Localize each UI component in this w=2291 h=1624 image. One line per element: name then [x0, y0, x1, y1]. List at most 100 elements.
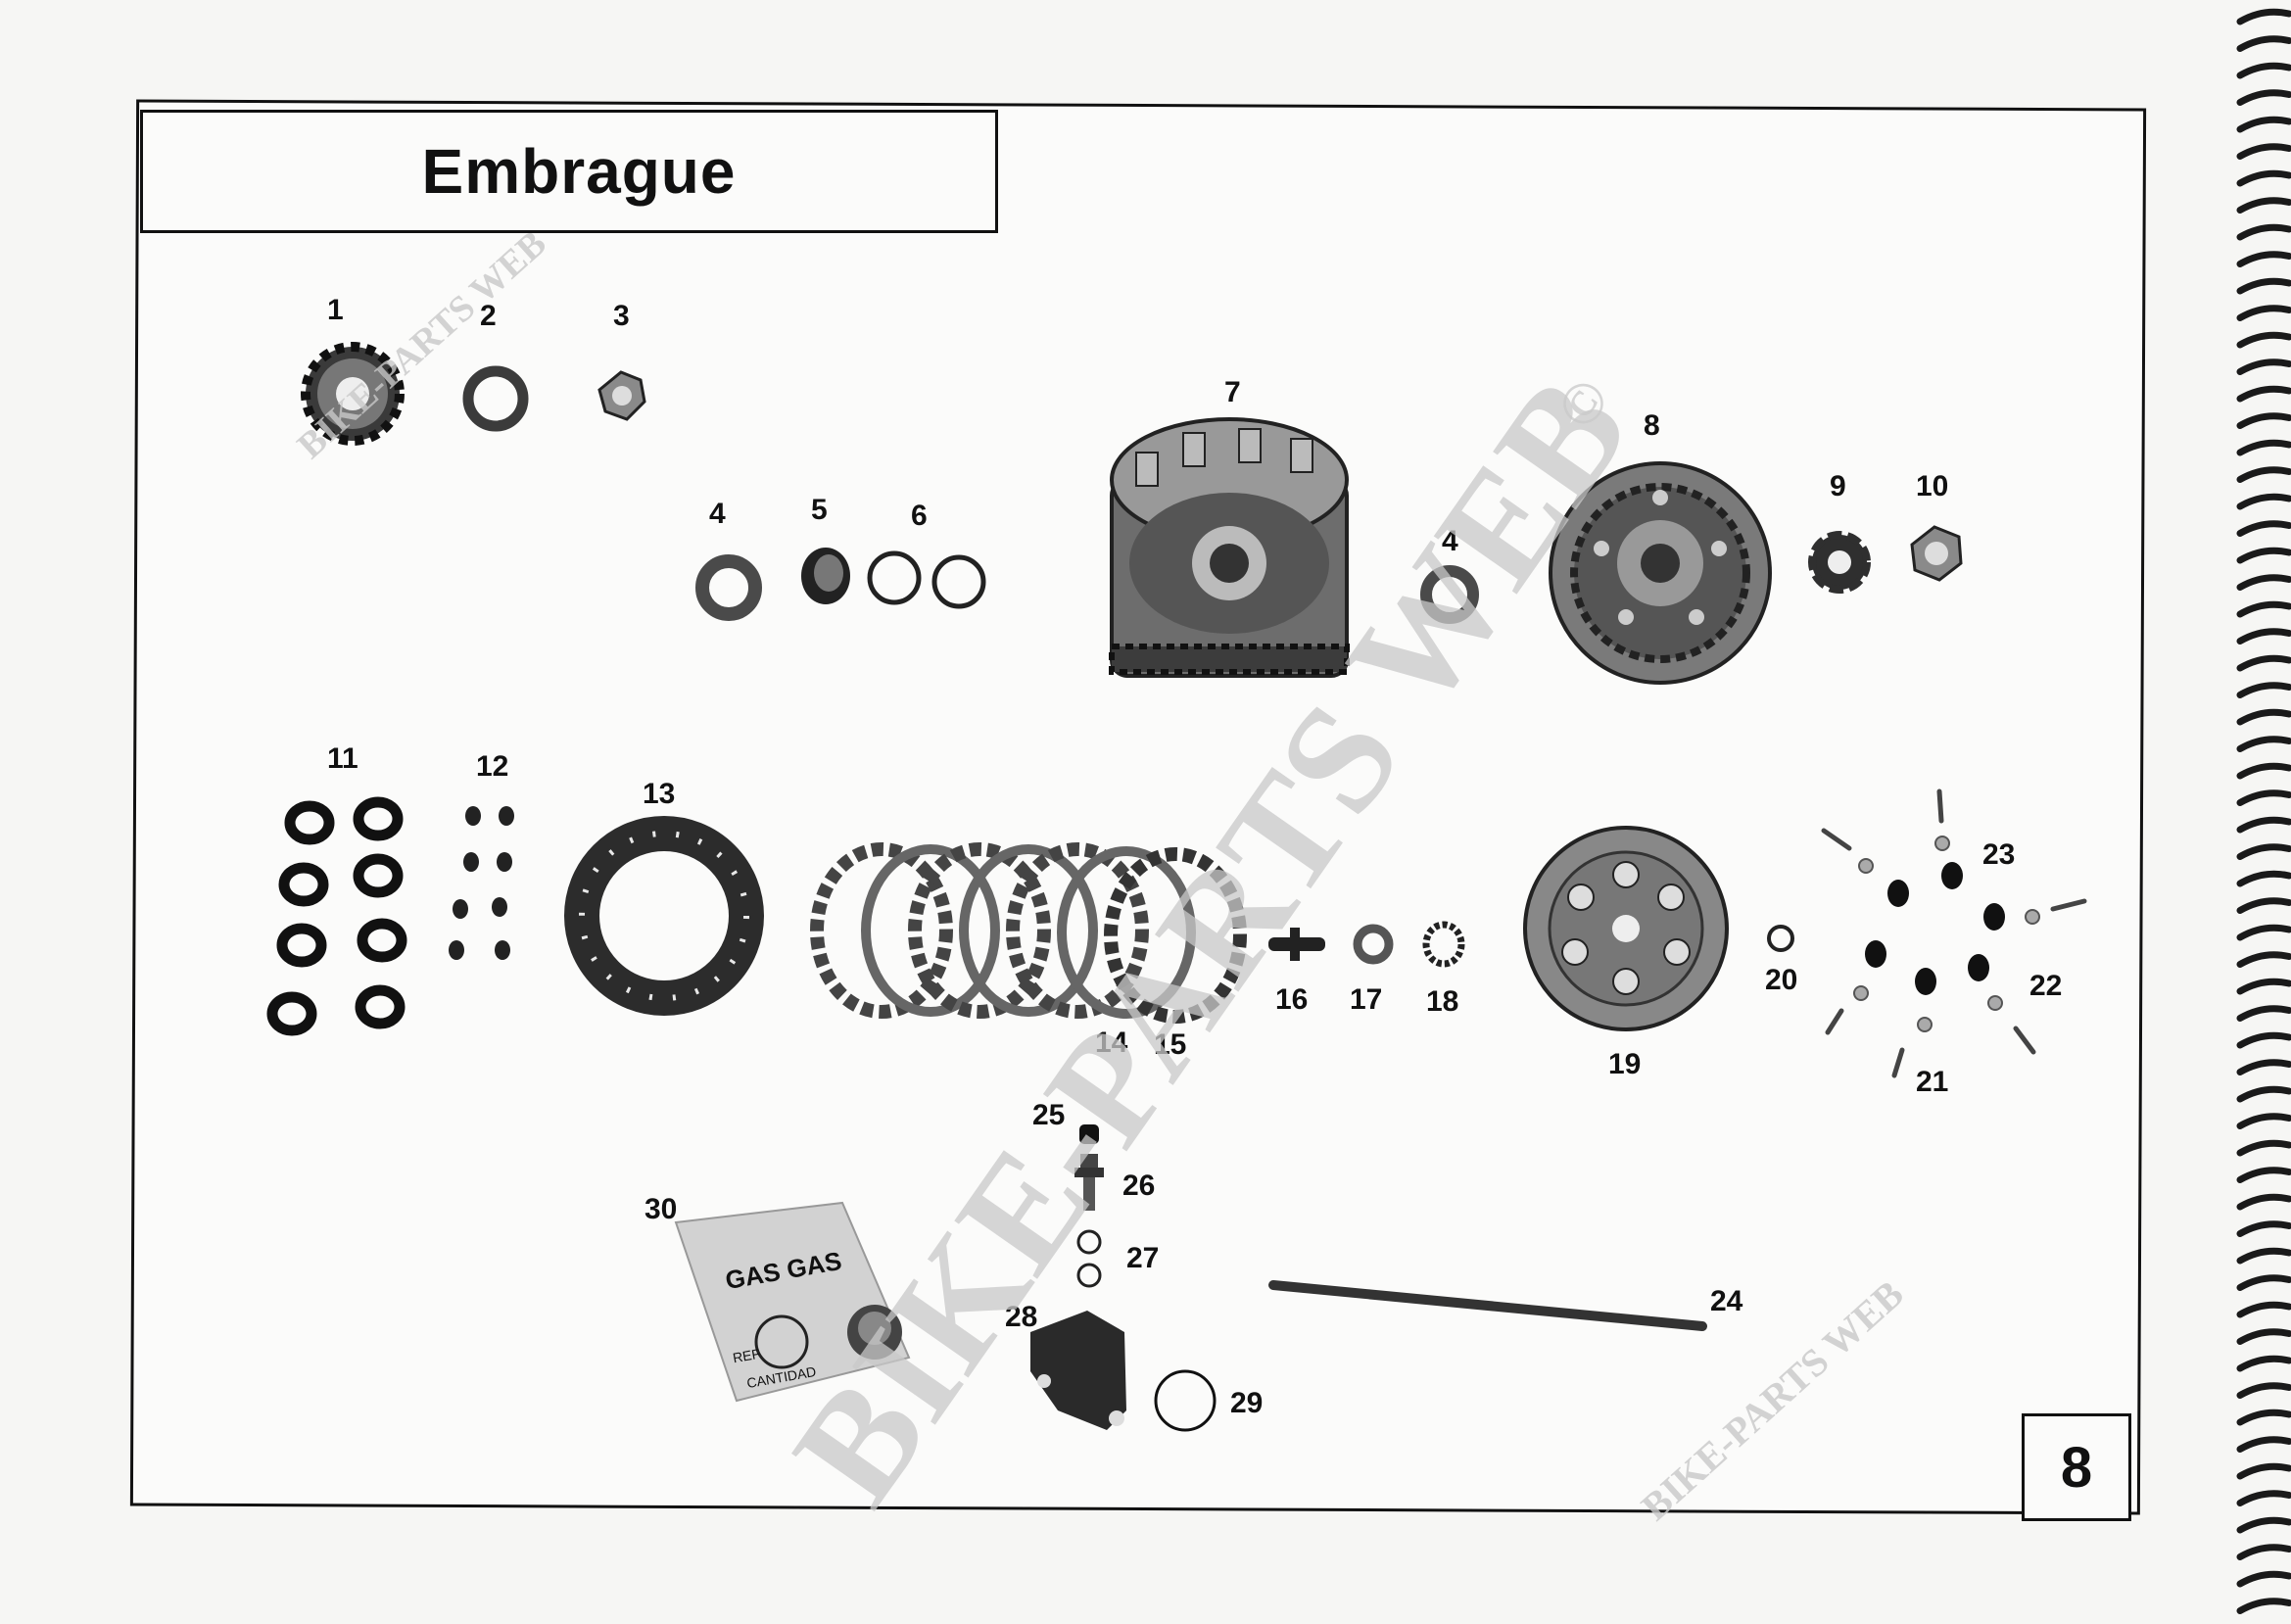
callout-1: 1: [327, 294, 344, 326]
binding-coil: [2236, 1005, 2291, 1022]
binding-coil: [2236, 35, 2291, 52]
part-13-friction-disc: [564, 816, 764, 1016]
part-26-bleed-screw: [1074, 1154, 1104, 1211]
binding-coil: [2236, 412, 2291, 429]
part-18-bearing: [1422, 921, 1465, 968]
binding-coil: [2236, 789, 2291, 806]
binding-coil: [2236, 520, 2291, 537]
page-number: 8: [2060, 1435, 2093, 1500]
callout-25: 25: [1032, 1099, 1066, 1131]
callout-10: 10: [1916, 470, 1949, 502]
binding-coil: [2236, 1167, 2291, 1183]
part-20-circlip: [1767, 925, 1794, 952]
binding-coil: [2236, 951, 2291, 968]
part-7-clutch-basket: [1109, 417, 1350, 678]
callout-12: 12: [476, 750, 509, 783]
part-12-rivets: [449, 806, 514, 960]
part-3-nut: [597, 370, 646, 421]
callout-28: 28: [1005, 1301, 1038, 1333]
callout-4: 4: [709, 498, 726, 530]
part-4-washer-second: [1420, 565, 1479, 624]
binding-coil: [2236, 1598, 2291, 1614]
binding-coil: [2236, 600, 2291, 618]
callout-11: 11: [327, 742, 358, 775]
binding-coil: [2236, 843, 2291, 860]
binding-coil: [2236, 1085, 2291, 1103]
part-16-pin: [1268, 928, 1325, 961]
callout-14: 14: [1095, 1027, 1128, 1059]
callout-29: 29: [1230, 1387, 1264, 1419]
binding-coil: [2236, 628, 2291, 645]
part-2-washer: [462, 365, 529, 432]
binding-coil: [2236, 1247, 2291, 1265]
binding-coil: [2236, 924, 2291, 941]
binding-coil: [2236, 1301, 2291, 1318]
binding-coil: [2236, 439, 2291, 456]
page-title: Embrague: [421, 136, 737, 207]
binding-coil: [2236, 466, 2291, 483]
binding-coil: [2236, 89, 2291, 106]
binding-coil: [2236, 1462, 2291, 1480]
callout-17: 17: [1350, 983, 1383, 1016]
binding-coil: [2236, 8, 2291, 25]
binding-coil: [2236, 251, 2291, 267]
part-17-washer: [1353, 924, 1394, 965]
binding-coil: [2236, 1382, 2291, 1399]
part-8-inner-hub: [1549, 461, 1772, 685]
binding-coil: [2236, 197, 2291, 214]
callout-2: 2: [480, 300, 497, 332]
binding-coil: [2236, 816, 2291, 834]
callout-27: 27: [1126, 1242, 1160, 1274]
binding-coil: [2236, 762, 2291, 780]
callout-19: 19: [1608, 1048, 1642, 1080]
part-14-15-clutch-plates: [810, 842, 1247, 1024]
binding-coil: [2236, 574, 2291, 591]
binding-coil: [2236, 654, 2291, 672]
binding-coil: [2236, 1409, 2291, 1426]
binding-coil: [2236, 331, 2291, 349]
binding-coil: [2236, 897, 2291, 914]
part-28-slave-cylinder: [1030, 1311, 1126, 1430]
binding-coil: [2236, 682, 2291, 698]
part-5-bush: [801, 548, 850, 604]
part-6-rings: [867, 550, 986, 609]
binding-coil: [2236, 1193, 2291, 1211]
binding-coil: [2236, 1570, 2291, 1588]
binding-coil: [2236, 1355, 2291, 1372]
part-10-nut: [1910, 525, 1963, 582]
callout-26: 26: [1122, 1170, 1156, 1202]
callout-18: 18: [1426, 985, 1459, 1018]
binding-coil: [2236, 1436, 2291, 1453]
binding-coil: [2236, 385, 2291, 403]
binding-coil: [2236, 708, 2291, 726]
callout-20: 20: [1765, 964, 1798, 996]
part-29-o-ring: [1154, 1369, 1217, 1432]
binding-coil: [2236, 870, 2291, 887]
binding-coil: [2236, 1059, 2291, 1075]
binding-coil: [2236, 1113, 2291, 1129]
callout-6: 6: [911, 500, 928, 532]
binding-coil: [2236, 1031, 2291, 1049]
part-21-22-23-springs-screws: [1821, 788, 2087, 1078]
title-box: Embrague: [140, 110, 998, 233]
binding-coil: [2236, 169, 2291, 187]
callout-24: 24: [1710, 1285, 1743, 1317]
binding-coil: [2236, 116, 2291, 133]
callout-15: 15: [1154, 1028, 1187, 1061]
callout-22: 22: [2029, 970, 2063, 1002]
binding-coil: [2236, 1544, 2291, 1560]
callout-8: 8: [1644, 409, 1660, 442]
callout-30: 30: [644, 1193, 678, 1225]
binding-coil: [2236, 736, 2291, 752]
binding-coil: [2236, 358, 2291, 375]
callout-21: 21: [1916, 1066, 1949, 1098]
part-27-o-rings: [1076, 1229, 1102, 1288]
part-24-push-rod: [1268, 1280, 1707, 1331]
binding-coil: [2236, 1220, 2291, 1237]
binding-coil: [2236, 143, 2291, 160]
binding-coil: [2236, 305, 2291, 321]
part-30-repair-kit: [674, 1201, 911, 1403]
part-9-lock-washer: [1808, 531, 1871, 594]
